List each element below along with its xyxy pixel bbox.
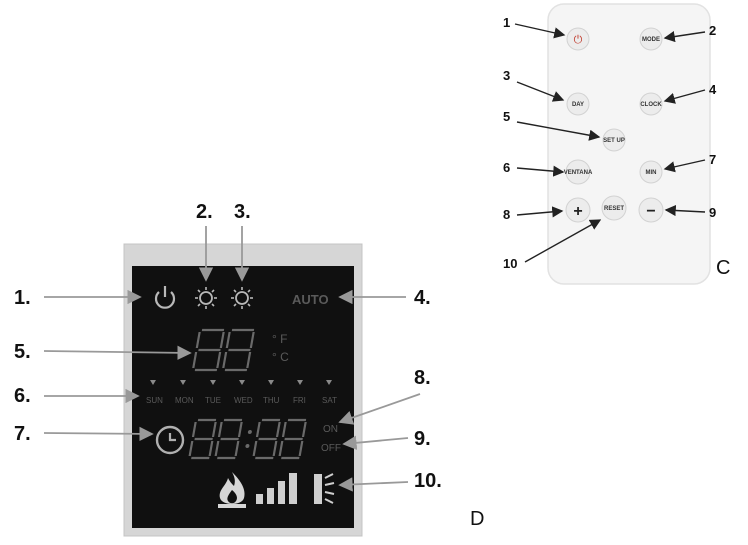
timer-icon — [155, 425, 185, 455]
svg-text:TUE: TUE — [205, 396, 221, 405]
svg-text:THU: THU — [263, 396, 280, 405]
setup-button[interactable]: SET UP — [602, 128, 626, 152]
day-thu: THU — [263, 380, 280, 405]
svg-text:MON: MON — [175, 396, 194, 405]
remote-callout-4: 4 — [709, 82, 717, 97]
plus-button[interactable]: + — [565, 197, 591, 223]
remote-callout-10: 10 — [503, 256, 517, 271]
svg-text:SUN: SUN — [146, 396, 163, 405]
auto-indicator: AUTO — [292, 292, 329, 307]
remote-callout-3: 3 — [503, 68, 510, 83]
lcd-callout-1: 1. — [14, 287, 31, 309]
day-wed: WED — [234, 380, 253, 405]
day-indicators: SUN MON TUE WED THU FRI — [146, 380, 337, 405]
ventana-button[interactable]: VENTANA — [564, 159, 593, 185]
timer-off-label: OFF — [321, 443, 341, 454]
min-label: MIN — [646, 170, 657, 176]
power-icon — [154, 286, 176, 309]
sun-icon — [195, 287, 217, 309]
timer-on-label: ON — [323, 424, 338, 435]
lcd-arrows — [43, 226, 421, 492]
lcd-callout-7: 7. — [14, 423, 31, 445]
clock-digits — [188, 418, 307, 460]
remote-callout-8: 8 — [503, 207, 510, 222]
mode-label: MODE — [642, 37, 660, 43]
flame-icon — [218, 472, 246, 508]
clock-button[interactable]: CLOCK — [639, 92, 663, 116]
lcd-callout-4: 4. — [414, 287, 431, 309]
remote-callout-7: 7 — [709, 152, 716, 167]
day-tue: TUE — [205, 380, 221, 405]
remote-panel-letter: C — [716, 257, 730, 279]
mode-button[interactable]: MODE — [639, 27, 663, 51]
remote-panel: ⏻ MODE DAY CLOCK SET UP VENTANA MIN + — [503, 3, 730, 285]
remote-callout-5: 5 — [503, 109, 510, 124]
lcd-callout-3: 3. — [234, 201, 251, 223]
remote-callout-2: 2 — [709, 23, 716, 38]
lcd-callout-6: 6. — [14, 385, 31, 407]
sun-icon — [231, 287, 253, 309]
day-button[interactable]: DAY — [566, 92, 590, 116]
remote-callout-6: 6 — [503, 160, 510, 175]
setup-label: SET UP — [603, 138, 625, 144]
day-sat: SAT — [322, 380, 337, 405]
svg-text:SAT: SAT — [322, 396, 337, 405]
lcd-panel: AUTO ° F ° C SUN MON TUE WED — [14, 201, 484, 537]
lcd-callout-10: 10. — [414, 470, 442, 492]
lcd-callout-5: 5. — [14, 341, 31, 363]
lcd-callout-9: 9. — [414, 428, 431, 450]
reset-button[interactable]: RESET — [601, 195, 627, 221]
plus-label: + — [573, 203, 582, 220]
day-label: DAY — [572, 102, 584, 108]
lcd-panel-letter: D — [470, 508, 484, 530]
svg-text:FRI: FRI — [293, 396, 306, 405]
power-button[interactable]: ⏻ — [566, 27, 590, 51]
clock-label: CLOCK — [640, 102, 662, 108]
reset-label: RESET — [604, 206, 624, 212]
remote-callout-9: 9 — [709, 205, 716, 220]
lcd-callout-2: 2. — [196, 201, 213, 223]
min-button[interactable]: MIN — [639, 160, 663, 184]
remote-callout-1: 1 — [503, 15, 510, 30]
minus-button[interactable]: − — [638, 197, 664, 223]
remote-arrows — [514, 23, 706, 263]
minus-label: − — [646, 203, 655, 220]
day-mon: MON — [175, 380, 194, 405]
power-icon: ⏻ — [574, 33, 583, 46]
fan-heater-icon — [314, 473, 335, 504]
day-fri: FRI — [293, 380, 306, 405]
svg-text:WED: WED — [234, 396, 253, 405]
temperature-digits — [192, 328, 255, 372]
signal-bars-icon — [256, 473, 297, 504]
ventana-label: VENTANA — [564, 170, 593, 176]
celsius-unit: ° C — [272, 350, 289, 364]
fahrenheit-unit: ° F — [272, 332, 287, 346]
day-sun: SUN — [146, 380, 163, 405]
lcd-callout-8: 8. — [414, 367, 431, 389]
